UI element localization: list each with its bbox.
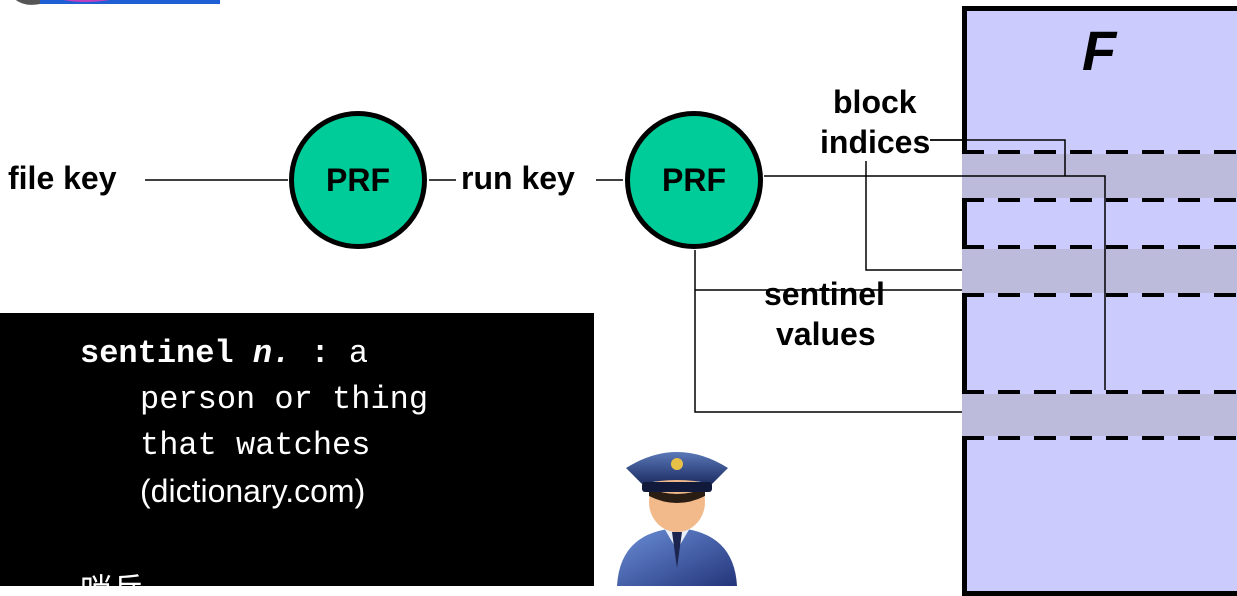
prf-node-1: PRF	[289, 111, 427, 249]
logo-fragment	[15, 0, 220, 5]
file-label: F	[1082, 19, 1117, 82]
file-key-label: file key	[8, 160, 117, 196]
block-indices-label-1: block	[833, 84, 917, 120]
sentinel-values-label-2: values	[776, 316, 876, 352]
definition-first-word: a	[348, 335, 369, 372]
definition-pos: n.	[252, 335, 292, 372]
file-block-band	[962, 394, 1237, 436]
definition-line-2: person or thing	[140, 381, 429, 418]
definition-line-3: that watches	[140, 427, 371, 464]
definition-partial-line: 哨兵	[80, 565, 144, 586]
sentinel-values-label-1: sentinel	[764, 276, 885, 312]
definition-line-1: sentinel n. : a	[80, 335, 368, 372]
definition-box: sentinel n. : a person or thing that wat…	[0, 313, 594, 586]
prf-node-2: PRF	[625, 111, 763, 249]
definition-source: (dictionary.com)	[140, 473, 366, 509]
block-indices-label-2: indices	[820, 124, 931, 161]
line-sentinel-values	[694, 250, 962, 413]
definition-term: sentinel	[80, 335, 234, 372]
definition-sep: :	[310, 335, 330, 372]
file-panel	[962, 6, 1237, 596]
file-block-band	[962, 249, 1237, 293]
run-key-label: run key	[461, 160, 575, 196]
security-guard-icon	[617, 452, 737, 586]
file-block-band	[962, 154, 1237, 198]
